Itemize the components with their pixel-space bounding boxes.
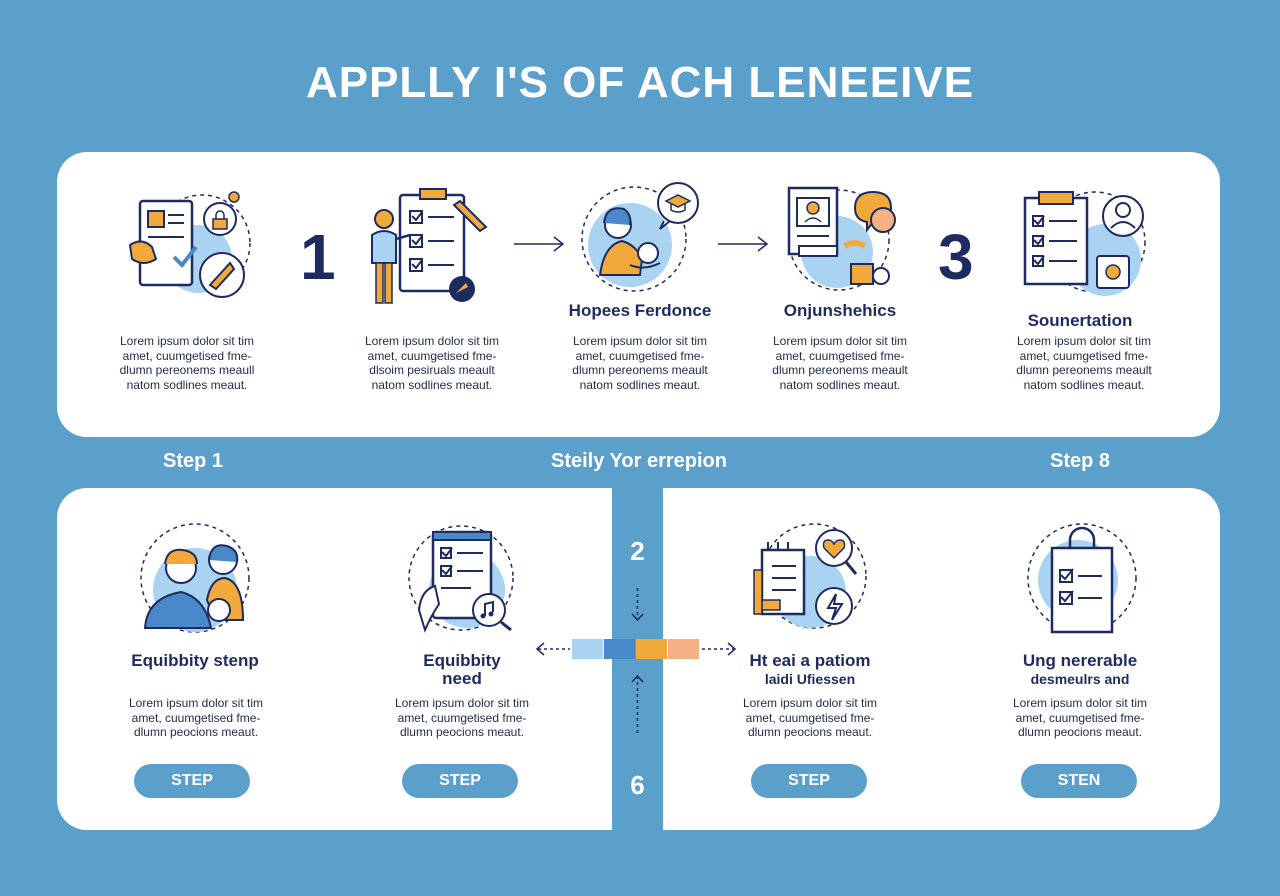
checklist-person-icon bbox=[371, 188, 488, 304]
bottom-item-2-heading: Equibbity need bbox=[423, 651, 501, 688]
connector-marker-lower: 6 bbox=[630, 770, 645, 800]
progress-color-bar bbox=[535, 639, 737, 659]
step-button-1[interactable]: STEP bbox=[134, 764, 250, 798]
arrow-right-icon bbox=[514, 236, 565, 252]
step-button-3[interactable]: STEP bbox=[751, 764, 867, 798]
top-item-3-heading: Hopees Ferdonce bbox=[568, 301, 712, 320]
step-button-4[interactable]: STEN bbox=[1021, 764, 1137, 798]
page-title: APPLLY I'S OF ACH LENEEIVE bbox=[305, 58, 975, 107]
document-lock-icon bbox=[128, 191, 251, 298]
step-label-center: Steily Yor errepion bbox=[551, 450, 727, 472]
step-label-right: Step 8 bbox=[1049, 450, 1111, 472]
bottom-item-3-heading: Ht eai a patiom laidi Ufiessen bbox=[749, 651, 871, 688]
bottom-item-3-desc: Lorem ipsum dolor sit tim amet, cuumgeti… bbox=[742, 696, 878, 739]
clipboard-check-icon bbox=[1027, 523, 1137, 634]
profile-document-icon bbox=[787, 186, 896, 291]
step-number-3: 3 bbox=[938, 221, 974, 293]
family-icon bbox=[140, 523, 250, 633]
bottom-item-1-desc: Lorem ipsum dolor sit tim amet, cuumgeti… bbox=[128, 696, 264, 739]
bottom-item-4-desc: Lorem ipsum dolor sit tim amet, cuumgeti… bbox=[1012, 696, 1148, 739]
step-label-left: Step 1 bbox=[162, 450, 224, 472]
tablet-checklist-icon bbox=[408, 525, 514, 633]
top-item-5-heading: Sounertation bbox=[1027, 311, 1133, 330]
top-item-5-desc: Lorem ipsum dolor sit tim amet, cuumgeti… bbox=[1016, 334, 1152, 392]
bottom-item-4-heading: Ung nererable desmeulrs and bbox=[1022, 651, 1138, 688]
step-number-1: 1 bbox=[300, 221, 336, 293]
step-button-2[interactable]: STEP bbox=[402, 764, 518, 798]
mother-baby-icon bbox=[581, 182, 699, 292]
top-item-3-desc: Lorem ipsum dolor sit tim amet, cuumgeti… bbox=[572, 334, 708, 392]
clipboard-user-icon bbox=[1023, 191, 1146, 296]
center-connector bbox=[612, 488, 663, 830]
top-item-1-desc: Lorem ipsum dolor sit tim amet, cuumgeti… bbox=[119, 334, 255, 392]
bottom-item-2-desc: Lorem ipsum dolor sit tim amet, cuumgeti… bbox=[394, 696, 530, 739]
arrow-right-icon bbox=[718, 236, 769, 252]
notebook-heart-icon bbox=[753, 523, 867, 629]
top-item-4-heading: Onjunshehics bbox=[783, 301, 897, 320]
bottom-item-1-heading: Equibbity stenp bbox=[131, 651, 259, 670]
top-item-2-desc: Lorem ipsum dolor sit tim amet, cuumgeti… bbox=[364, 334, 500, 392]
top-item-4-desc: Lorem ipsum dolor sit tim amet, cuumgeti… bbox=[772, 334, 908, 392]
connector-marker-upper: 2 bbox=[630, 536, 645, 566]
